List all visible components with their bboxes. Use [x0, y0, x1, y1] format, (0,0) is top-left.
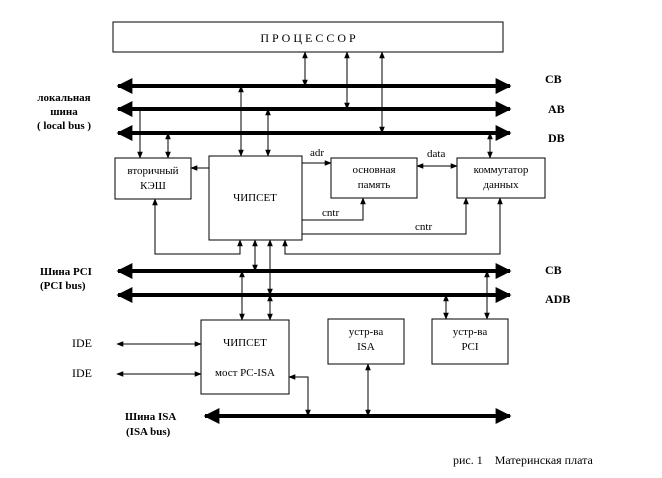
- switch-to-chipset-line: [282, 197, 503, 255]
- isa-device-label-line1: устр-ва: [349, 326, 384, 338]
- pci-bus-label-line1: Шина PCI: [40, 266, 92, 278]
- figure-caption: рис. 1 Материнская плата: [453, 453, 593, 467]
- data-switch-label-line2: данных: [483, 179, 519, 191]
- local-bus-label-line1: локальная: [37, 92, 90, 104]
- cb-label-pci: CB: [545, 263, 562, 277]
- isa-bus-label-line1: Шина ISA: [125, 411, 176, 423]
- isa-device-box: [327, 318, 405, 365]
- chipset-top-label: ЧИПСЕТ: [233, 192, 277, 204]
- local-bus-label-line2: шина: [50, 106, 78, 118]
- cb-label-top: CB: [545, 72, 562, 86]
- chipset-bottom-label: ЧИПСЕТ: [223, 337, 267, 349]
- local-bus-label-line3: ( local bus ): [37, 120, 91, 132]
- pci-device-box: [431, 318, 509, 365]
- pci-device-label-line2: PCI: [461, 341, 478, 353]
- memory-label-line2: память: [358, 179, 391, 191]
- cache-label-line2: КЭШ: [140, 180, 166, 192]
- memory-label-line1: основная: [352, 164, 395, 176]
- adr-label: adr: [310, 147, 324, 159]
- data-switch-label-line1: коммутатор: [474, 164, 529, 176]
- cntr-label-1: cntr: [322, 207, 339, 219]
- cntr-label-2: cntr: [415, 221, 432, 233]
- bridge-to-isa-line: [288, 374, 311, 417]
- bridge-label: мост PC-ISA: [215, 367, 275, 379]
- processor-box: [112, 21, 504, 53]
- memory-box: [330, 157, 418, 199]
- adb-label: ADB: [545, 292, 570, 306]
- cache-box: [114, 157, 192, 200]
- ide-label-1: IDE: [72, 336, 92, 350]
- cache-to-chipset-line: [152, 198, 243, 255]
- pci-device-label-line1: устр-ва: [453, 326, 488, 338]
- pci-bus-label-line2: (PCI bus): [40, 280, 86, 292]
- chipset-bottom-box: [200, 319, 290, 395]
- data-label: data: [427, 148, 445, 160]
- isa-bus-label-line2: (ISA bus): [126, 426, 171, 438]
- isa-device-label-line2: ISA: [357, 341, 375, 353]
- cache-label-line1: вторичный: [127, 165, 178, 177]
- ab-label: AB: [548, 102, 565, 116]
- processor-label: П Р О Ц Е С С О Р: [260, 31, 356, 45]
- ide-label-2: IDE: [72, 366, 92, 380]
- db-label: DB: [548, 131, 565, 145]
